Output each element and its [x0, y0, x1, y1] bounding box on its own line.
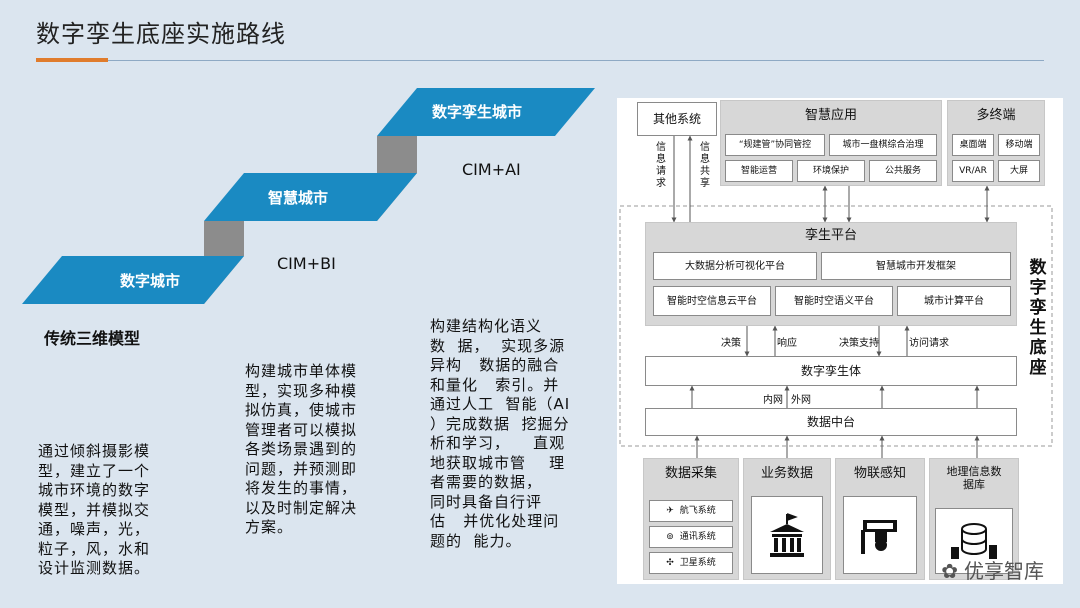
platform-item: 智慧城市开发框架	[821, 252, 1011, 280]
flow-label-decision-support: 决策支持	[839, 334, 879, 349]
description-smart-city: 构建城市单体模型，实现多种模拟仿真，使城市管理者可以模拟各类场景遇到的问题，并预…	[245, 362, 395, 538]
camera-icon	[843, 496, 917, 574]
flow-label-response: 响应	[777, 334, 797, 349]
cim-ai-label: CIM+AI	[462, 160, 521, 179]
description-digital-city: 通过倾斜摄影模型，建立了一个城市环境的数字模型，并模拟交通，噪声，光，粒子，风，…	[38, 442, 188, 579]
step-label-digital-city: 数字城市	[120, 272, 180, 290]
smart-app-item: 环境保护	[797, 160, 865, 182]
wechat-icon: ✿	[941, 559, 958, 583]
architecture-diagram: 其他系统 信息请求 信息共享 智慧应用 “规建管”协同管控 城市一盘棋综合治理 …	[617, 98, 1063, 584]
cim-bi-label: CIM+BI	[277, 254, 336, 273]
digital-twin-box: 数字孪生体	[645, 356, 1017, 386]
data-center-box: 数据中台	[645, 408, 1017, 436]
satellite-icon: ✣	[666, 558, 674, 569]
flow-label-access-request: 访问请求	[909, 334, 949, 349]
extranet-label: 外网	[791, 391, 811, 406]
other-systems-box: 其他系统	[637, 102, 717, 136]
platform-item: 城市计算平台	[897, 286, 1011, 316]
smart-app-item: “规建管”协同管控	[725, 134, 825, 156]
step-label-smart-city: 智慧城市	[268, 189, 328, 207]
smart-apps-title: 智慧应用	[721, 109, 941, 123]
info-share-label: 信息共享	[699, 142, 711, 190]
description-twin-city: 构建结构化语义数 据， 实现多源异构 数据的融合和量化 索引。并通过人工 智能（…	[430, 278, 605, 571]
step-label-twin-city: 数字孪生城市	[432, 103, 522, 121]
terminal-item: 移动端	[998, 134, 1040, 156]
twin-platform-title: 孪生平台	[646, 229, 1016, 243]
smart-app-item: 智能运营	[725, 160, 793, 182]
smart-app-item: 公共服务	[869, 160, 937, 182]
twin-base-vertical-label: 数字孪生底座	[1027, 258, 1049, 378]
collection-item-aerial: ✈航飞系统	[649, 500, 733, 522]
collection-item-comm: ⊚通讯系统	[649, 526, 733, 548]
terminal-item: 桌面端	[952, 134, 994, 156]
collection-item-satellite: ✣卫星系统	[649, 552, 733, 574]
antenna-icon: ⊚	[666, 532, 674, 543]
watermark: ✿优享智库	[941, 555, 1044, 584]
plane-icon: ✈	[666, 506, 674, 517]
government-building-icon	[751, 496, 823, 574]
terminal-item: VR/AR	[952, 160, 994, 182]
traditional-3d-model-heading: 传统三维模型	[44, 325, 140, 349]
intranet-label: 内网	[763, 391, 783, 406]
platform-item: 大数据分析可视化平台	[653, 252, 817, 280]
flow-label-decision: 决策	[721, 334, 741, 349]
platform-item: 智能时空信息云平台	[653, 286, 771, 316]
smart-app-item: 城市一盘棋综合治理	[829, 134, 937, 156]
terminal-item: 大屏	[998, 160, 1040, 182]
multi-terminal-title: 多终端	[948, 109, 1044, 123]
info-request-label: 信息请求	[655, 142, 667, 190]
platform-item: 智能时空语义平台	[775, 286, 893, 316]
